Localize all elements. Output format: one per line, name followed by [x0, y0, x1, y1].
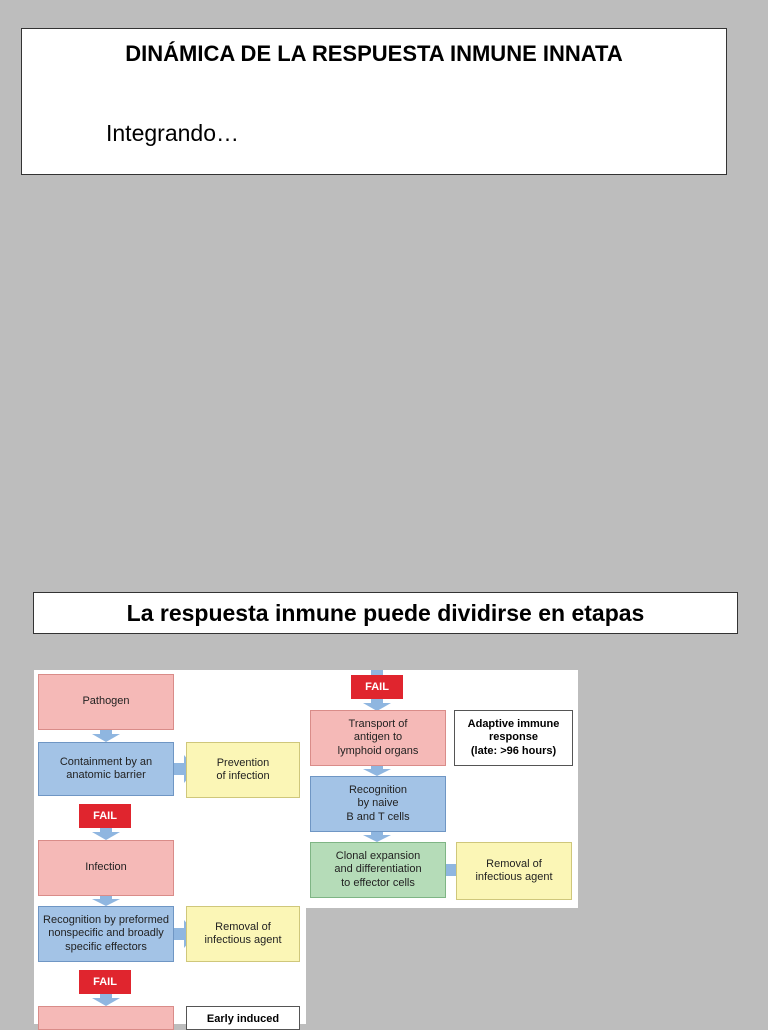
down-arrow-icon [92, 730, 120, 742]
down-arrow-icon [92, 896, 120, 906]
fail-label: FAIL [79, 970, 131, 994]
incoming-arrow-stem [371, 670, 383, 676]
removal-box: Removal of infectious agent [456, 842, 572, 900]
next-stage-box [38, 1006, 174, 1030]
recognition-preformed-box: Recognition by preformed nonspecific and… [38, 906, 174, 962]
infection-box: Infection [38, 840, 174, 896]
slide-subtitle: Integrando… [106, 120, 239, 146]
down-arrow-icon [92, 994, 120, 1006]
pathogen-box: Pathogen [38, 674, 174, 730]
fail-label: FAIL [79, 804, 131, 828]
recognition-naive-box: Recognition by naive B and T cells [310, 776, 446, 832]
diagram-right-panel: FAIL Transport of antigen to lymphoid or… [306, 670, 578, 908]
adaptive-response-box: Adaptive immune response (late: >96 hour… [454, 710, 573, 766]
removal-box: Removal of infectious agent [186, 906, 300, 962]
down-arrow-icon [363, 766, 391, 776]
right-arrow-icon [174, 920, 196, 948]
clonal-expansion-box: Clonal expansion and differentiation to … [310, 842, 446, 898]
right-arrow-icon [174, 755, 196, 783]
down-arrow-icon [92, 828, 120, 840]
early-induced-box: Early induced [186, 1006, 300, 1030]
slide-title: DINÁMICA DE LA RESPUESTA INMUNE INNATA [125, 41, 623, 66]
transport-box: Transport of antigen to lymphoid organs [310, 710, 446, 766]
fail-label: FAIL [351, 675, 403, 699]
section-title: La respuesta inmune puede dividirse en e… [33, 592, 738, 634]
down-arrow-icon [363, 832, 391, 842]
containment-box: Containment by an anatomic barrier [38, 742, 174, 796]
diagram-left-panel: Pathogen Containment by an anatomic barr… [34, 670, 306, 1030]
title-box: DINÁMICA DE LA RESPUESTA INMUNE INNATA I… [21, 28, 727, 175]
prevention-box: Prevention of infection [186, 742, 300, 798]
down-arrow-icon [363, 699, 391, 711]
